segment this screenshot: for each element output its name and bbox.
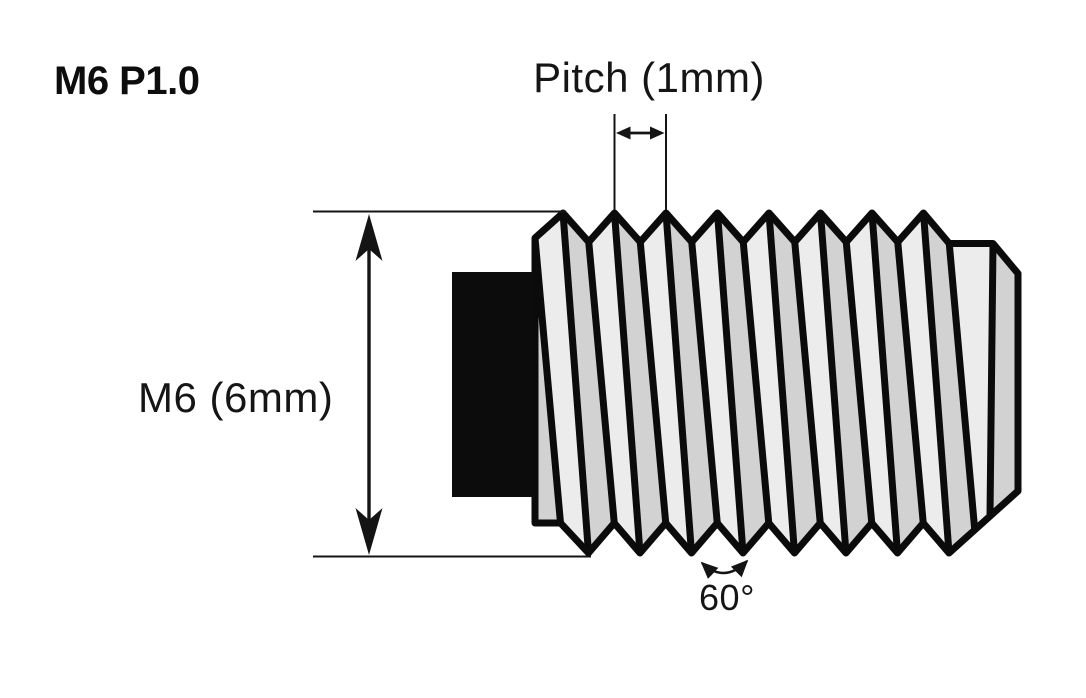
arrowhead-left-icon xyxy=(616,126,631,140)
thread-facet-dark xyxy=(614,213,666,553)
helix-line xyxy=(945,240,979,534)
helix-line xyxy=(894,238,927,527)
angle-dimension xyxy=(700,559,749,579)
helix-line xyxy=(611,213,644,553)
helix-line xyxy=(714,213,747,553)
diameter-dimension xyxy=(313,210,591,558)
helix-line xyxy=(535,234,564,527)
helix-line xyxy=(585,238,618,527)
pitch-label: Pitch (1mm) xyxy=(533,54,765,101)
helix-line xyxy=(920,213,953,553)
shank-rect xyxy=(452,272,545,497)
thread-facets xyxy=(535,213,1018,553)
helix-line xyxy=(868,213,901,553)
thread-facet-dark xyxy=(563,213,615,553)
thread-facet-dark xyxy=(820,213,872,553)
thread-body xyxy=(531,209,1022,557)
page-title: M6 P1.0 xyxy=(54,59,200,103)
diameter-label: M6 (6mm) xyxy=(138,374,334,421)
arrowhead-up-icon xyxy=(355,214,383,261)
arrowhead-right-icon xyxy=(650,126,665,140)
end-face xyxy=(990,243,1018,516)
end-face-line xyxy=(986,240,997,520)
arrowhead-down-icon xyxy=(355,508,383,555)
thread-facet-dark xyxy=(769,213,821,553)
helix-line xyxy=(739,238,773,527)
angle-arc-icon xyxy=(700,559,749,579)
pitch-dimension xyxy=(613,114,667,210)
helix-line xyxy=(688,238,721,527)
thread-outline xyxy=(531,209,1022,557)
helix-line xyxy=(662,213,695,553)
thread-facet-dark xyxy=(717,213,769,553)
shank xyxy=(452,272,545,497)
thread-facet-dark xyxy=(666,213,718,553)
thread-facet-dark xyxy=(923,213,975,553)
angle-label: 60° xyxy=(699,577,755,618)
helix-line xyxy=(817,213,850,553)
helix-line xyxy=(636,238,670,527)
helix-line xyxy=(791,238,824,527)
helix-line xyxy=(765,213,798,553)
helix-line xyxy=(559,213,592,553)
thread-facet-dark xyxy=(872,213,924,553)
helix-line xyxy=(842,238,876,527)
